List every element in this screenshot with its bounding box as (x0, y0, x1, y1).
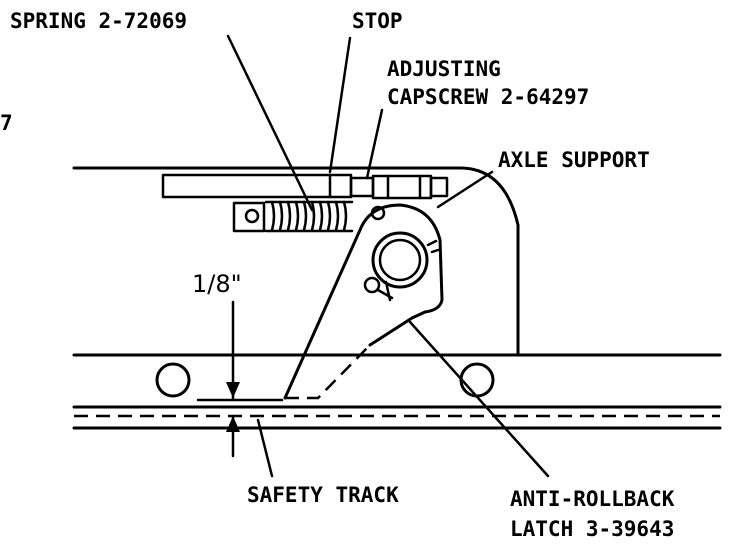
leader-lines (226, 34, 550, 478)
label-spring: SPRING 2-72069 (10, 9, 187, 33)
leader-axle-support (436, 170, 494, 209)
label-axle-support: AXLE SUPPORT (498, 148, 650, 172)
anti-rollback-latch (283, 203, 444, 400)
label-safety-track: SAFETY TRACK (247, 483, 399, 507)
label-fig-number: 7 (0, 111, 13, 135)
leader-safety-track (256, 418, 274, 478)
leader-latch (408, 320, 550, 478)
label-adjusting: ADJUSTING (387, 57, 501, 81)
leader-spring (226, 34, 314, 212)
label-latch: LATCH 3-39643 (510, 517, 674, 541)
leader-stop (328, 36, 352, 174)
label-dimension: 1/8" (192, 270, 242, 298)
rail-hole-right (459, 362, 495, 398)
rail-hole-left (155, 362, 191, 398)
rail (72, 353, 722, 430)
axle-support-plate (72, 166, 520, 357)
dimension-indicator (196, 300, 284, 458)
adjusting-capscrew (349, 174, 449, 200)
label-anti-rollback: ANTI-ROLLBACK (510, 487, 675, 511)
stop-bar (161, 173, 353, 199)
label-capscrew: CAPSCREW 2-64297 (387, 85, 589, 109)
label-stop: STOP (352, 9, 403, 33)
leader-capscrew (365, 108, 384, 180)
